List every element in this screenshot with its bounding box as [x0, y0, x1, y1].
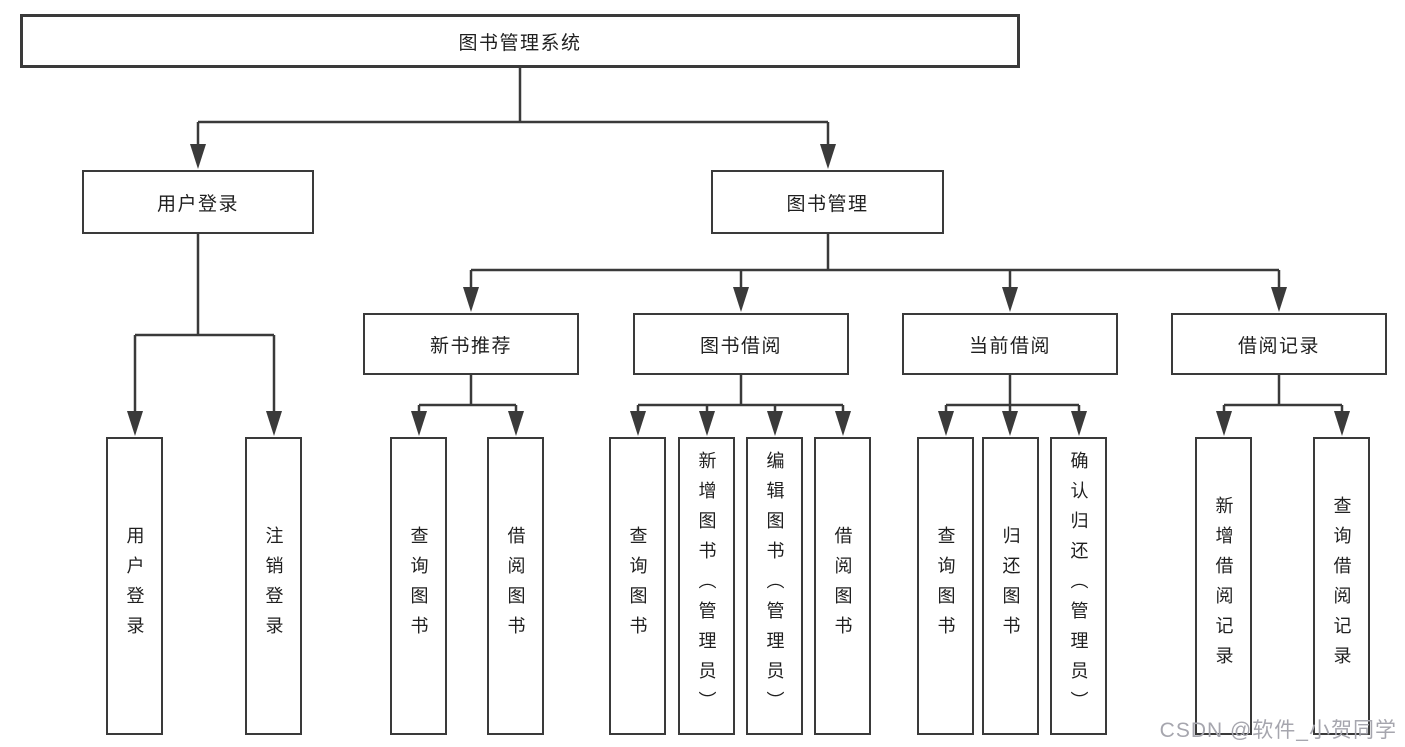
leaf-cb-confirm-return-admin: 确认归还（管理员）	[1050, 437, 1107, 735]
leaf-label: 新增借阅记录	[1213, 496, 1234, 676]
leaf-bb-edit-books-admin: 编辑图书（管理员）	[746, 437, 803, 735]
leaf-cb-query-books: 查询图书	[917, 437, 974, 735]
node-label: 图书管理	[786, 193, 869, 215]
connector-book-management	[469, 234, 1281, 293]
node-new-book-recommend: 新书推荐	[363, 313, 579, 375]
leaf-label: 查询借阅记录	[1331, 496, 1352, 676]
leaf-label: 查询图书	[408, 526, 429, 646]
connector-user-login	[133, 234, 276, 416]
leaf-label: 用户登录	[124, 526, 145, 646]
leaf-label: 注销登录	[263, 526, 284, 646]
leaf-label: 借阅图书	[832, 526, 853, 646]
node-current-borrow: 当前借阅	[902, 313, 1118, 375]
leaf-nb-query-books: 查询图书	[390, 437, 447, 735]
node-book-borrow: 图书借阅	[633, 313, 849, 375]
node-label: 当前借阅	[968, 335, 1051, 357]
node-label: 借阅记录	[1237, 335, 1320, 357]
node-user-login: 用户登录	[82, 170, 314, 234]
leaf-nb-borrow-books: 借阅图书	[487, 437, 544, 735]
connector-new-book	[417, 375, 518, 416]
node-label: 图书借阅	[699, 335, 782, 357]
leaf-label: 新增图书（管理员）	[696, 451, 717, 721]
node-label: 用户登录	[156, 193, 239, 215]
leaf-user-login: 用户登录	[106, 437, 163, 735]
leaf-br-add-record: 新增借阅记录	[1195, 437, 1252, 735]
leaf-bb-query-books: 查询图书	[609, 437, 666, 735]
leaf-bb-add-books-admin: 新增图书（管理员）	[678, 437, 735, 735]
csdn-watermark: CSDN @软件_小贺同学	[1159, 719, 1397, 742]
connector-current-borrow	[944, 375, 1081, 416]
leaf-label: 确认归还（管理员）	[1068, 451, 1089, 721]
connector-root-to-level2	[196, 68, 830, 150]
leaf-br-query-record: 查询借阅记录	[1313, 437, 1370, 735]
leaf-bb-borrow-books: 借阅图书	[814, 437, 871, 735]
node-label: 新书推荐	[429, 335, 512, 357]
node-label: 图书管理系统	[458, 32, 582, 54]
connector-book-borrow	[636, 375, 845, 416]
node-library-system: 图书管理系统	[20, 14, 1020, 68]
leaf-logout: 注销登录	[245, 437, 302, 735]
connector-borrow-records	[1222, 375, 1344, 416]
leaf-label: 编辑图书（管理员）	[764, 451, 785, 721]
leaf-label: 查询图书	[935, 526, 956, 646]
leaf-label: 归还图书	[1000, 526, 1021, 646]
leaf-cb-return-books: 归还图书	[982, 437, 1039, 735]
leaf-label: 查询图书	[627, 526, 648, 646]
node-borrow-records: 借阅记录	[1171, 313, 1387, 375]
node-book-management: 图书管理	[711, 170, 944, 234]
leaf-label: 借阅图书	[505, 526, 526, 646]
